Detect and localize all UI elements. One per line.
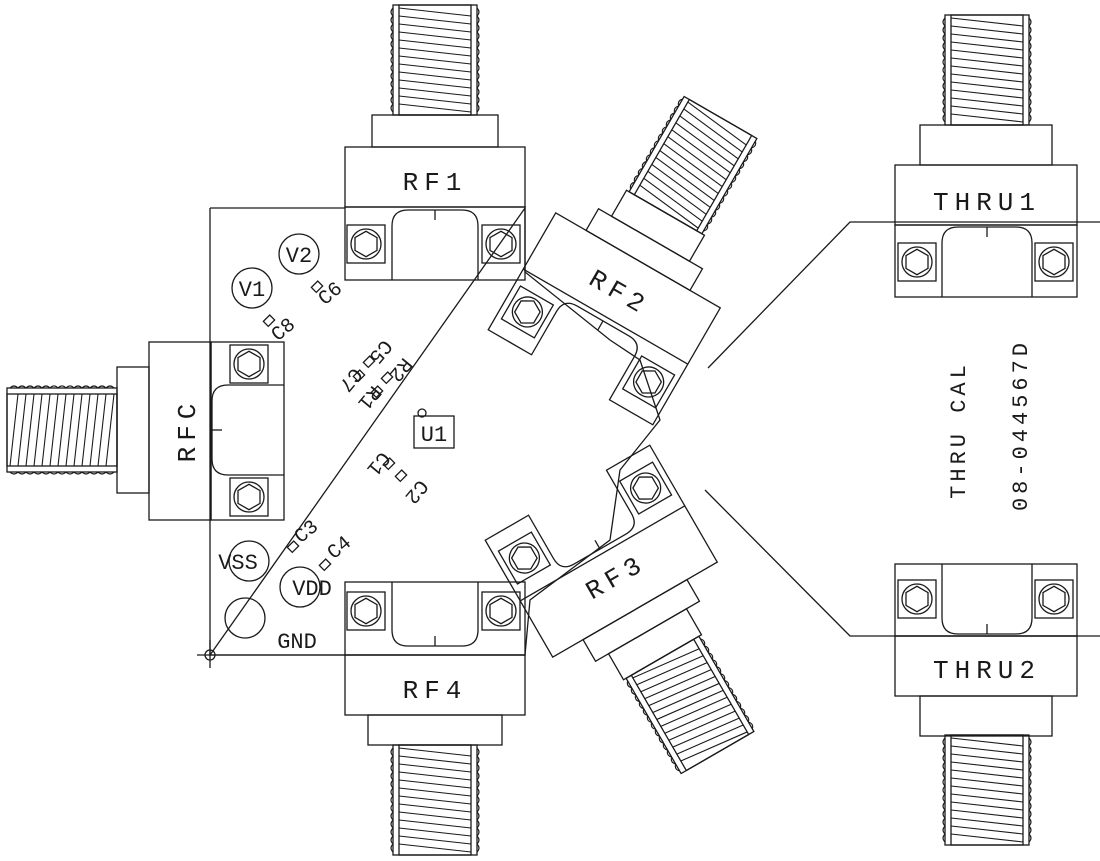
- pad-vdd: VDD: [279, 566, 332, 608]
- pad-gnd-label: GND: [277, 630, 317, 655]
- thru2-connector: THRU2: [894, 563, 1078, 846]
- main-board: [197, 205, 661, 668]
- c1-label: C1: [361, 446, 394, 479]
- rf1-connector: RF1: [344, 4, 526, 281]
- chip-u1: U1: [413, 408, 455, 449]
- c4-label: C4: [324, 532, 357, 565]
- rf2-label: RF2: [583, 264, 654, 322]
- capacitor-c4: C4: [318, 532, 357, 572]
- pad-v1: V1: [231, 267, 273, 309]
- thru1-connector: THRU1: [894, 14, 1078, 298]
- pad-gnd: GND: [224, 597, 317, 655]
- pad-v1-label: V1: [239, 278, 265, 303]
- rf2-connector: RF2: [487, 94, 760, 426]
- c3-label: C3: [291, 516, 324, 549]
- thru-cal-part-number: 08-044567D: [1009, 339, 1034, 511]
- rfc-label: RFC: [173, 398, 203, 463]
- rf3-connector: RF3: [484, 444, 757, 776]
- rf4-connector: RF4: [344, 581, 526, 856]
- capacitor-c3: C3: [286, 516, 324, 554]
- rf4-label: RF4: [403, 676, 468, 706]
- thru-cal-board: THRU CAL 08-044567D: [704, 221, 1100, 637]
- thru2-label: THRU2: [933, 656, 1041, 686]
- rf1-label: RF1: [403, 168, 468, 198]
- pad-vss-label: VSS: [218, 551, 258, 576]
- thru1-label: THRU1: [933, 188, 1041, 218]
- pad-v2: V2: [278, 233, 320, 275]
- rf3-label: RF3: [581, 548, 652, 606]
- capacitor-c1: C1: [361, 446, 396, 479]
- capacitor-c6: C6: [310, 278, 348, 311]
- pad-v2-label: V2: [286, 244, 312, 269]
- pad-vss: VSS: [218, 540, 270, 582]
- pad-vdd-label: VDD: [292, 577, 332, 602]
- chip-u1-label: U1: [421, 423, 447, 448]
- rfc-connector: RFC: [6, 341, 285, 521]
- thru-cal-title: THRU CAL: [947, 361, 972, 499]
- c2-label: C2: [399, 474, 432, 507]
- capacitor-c2: C2: [394, 469, 432, 507]
